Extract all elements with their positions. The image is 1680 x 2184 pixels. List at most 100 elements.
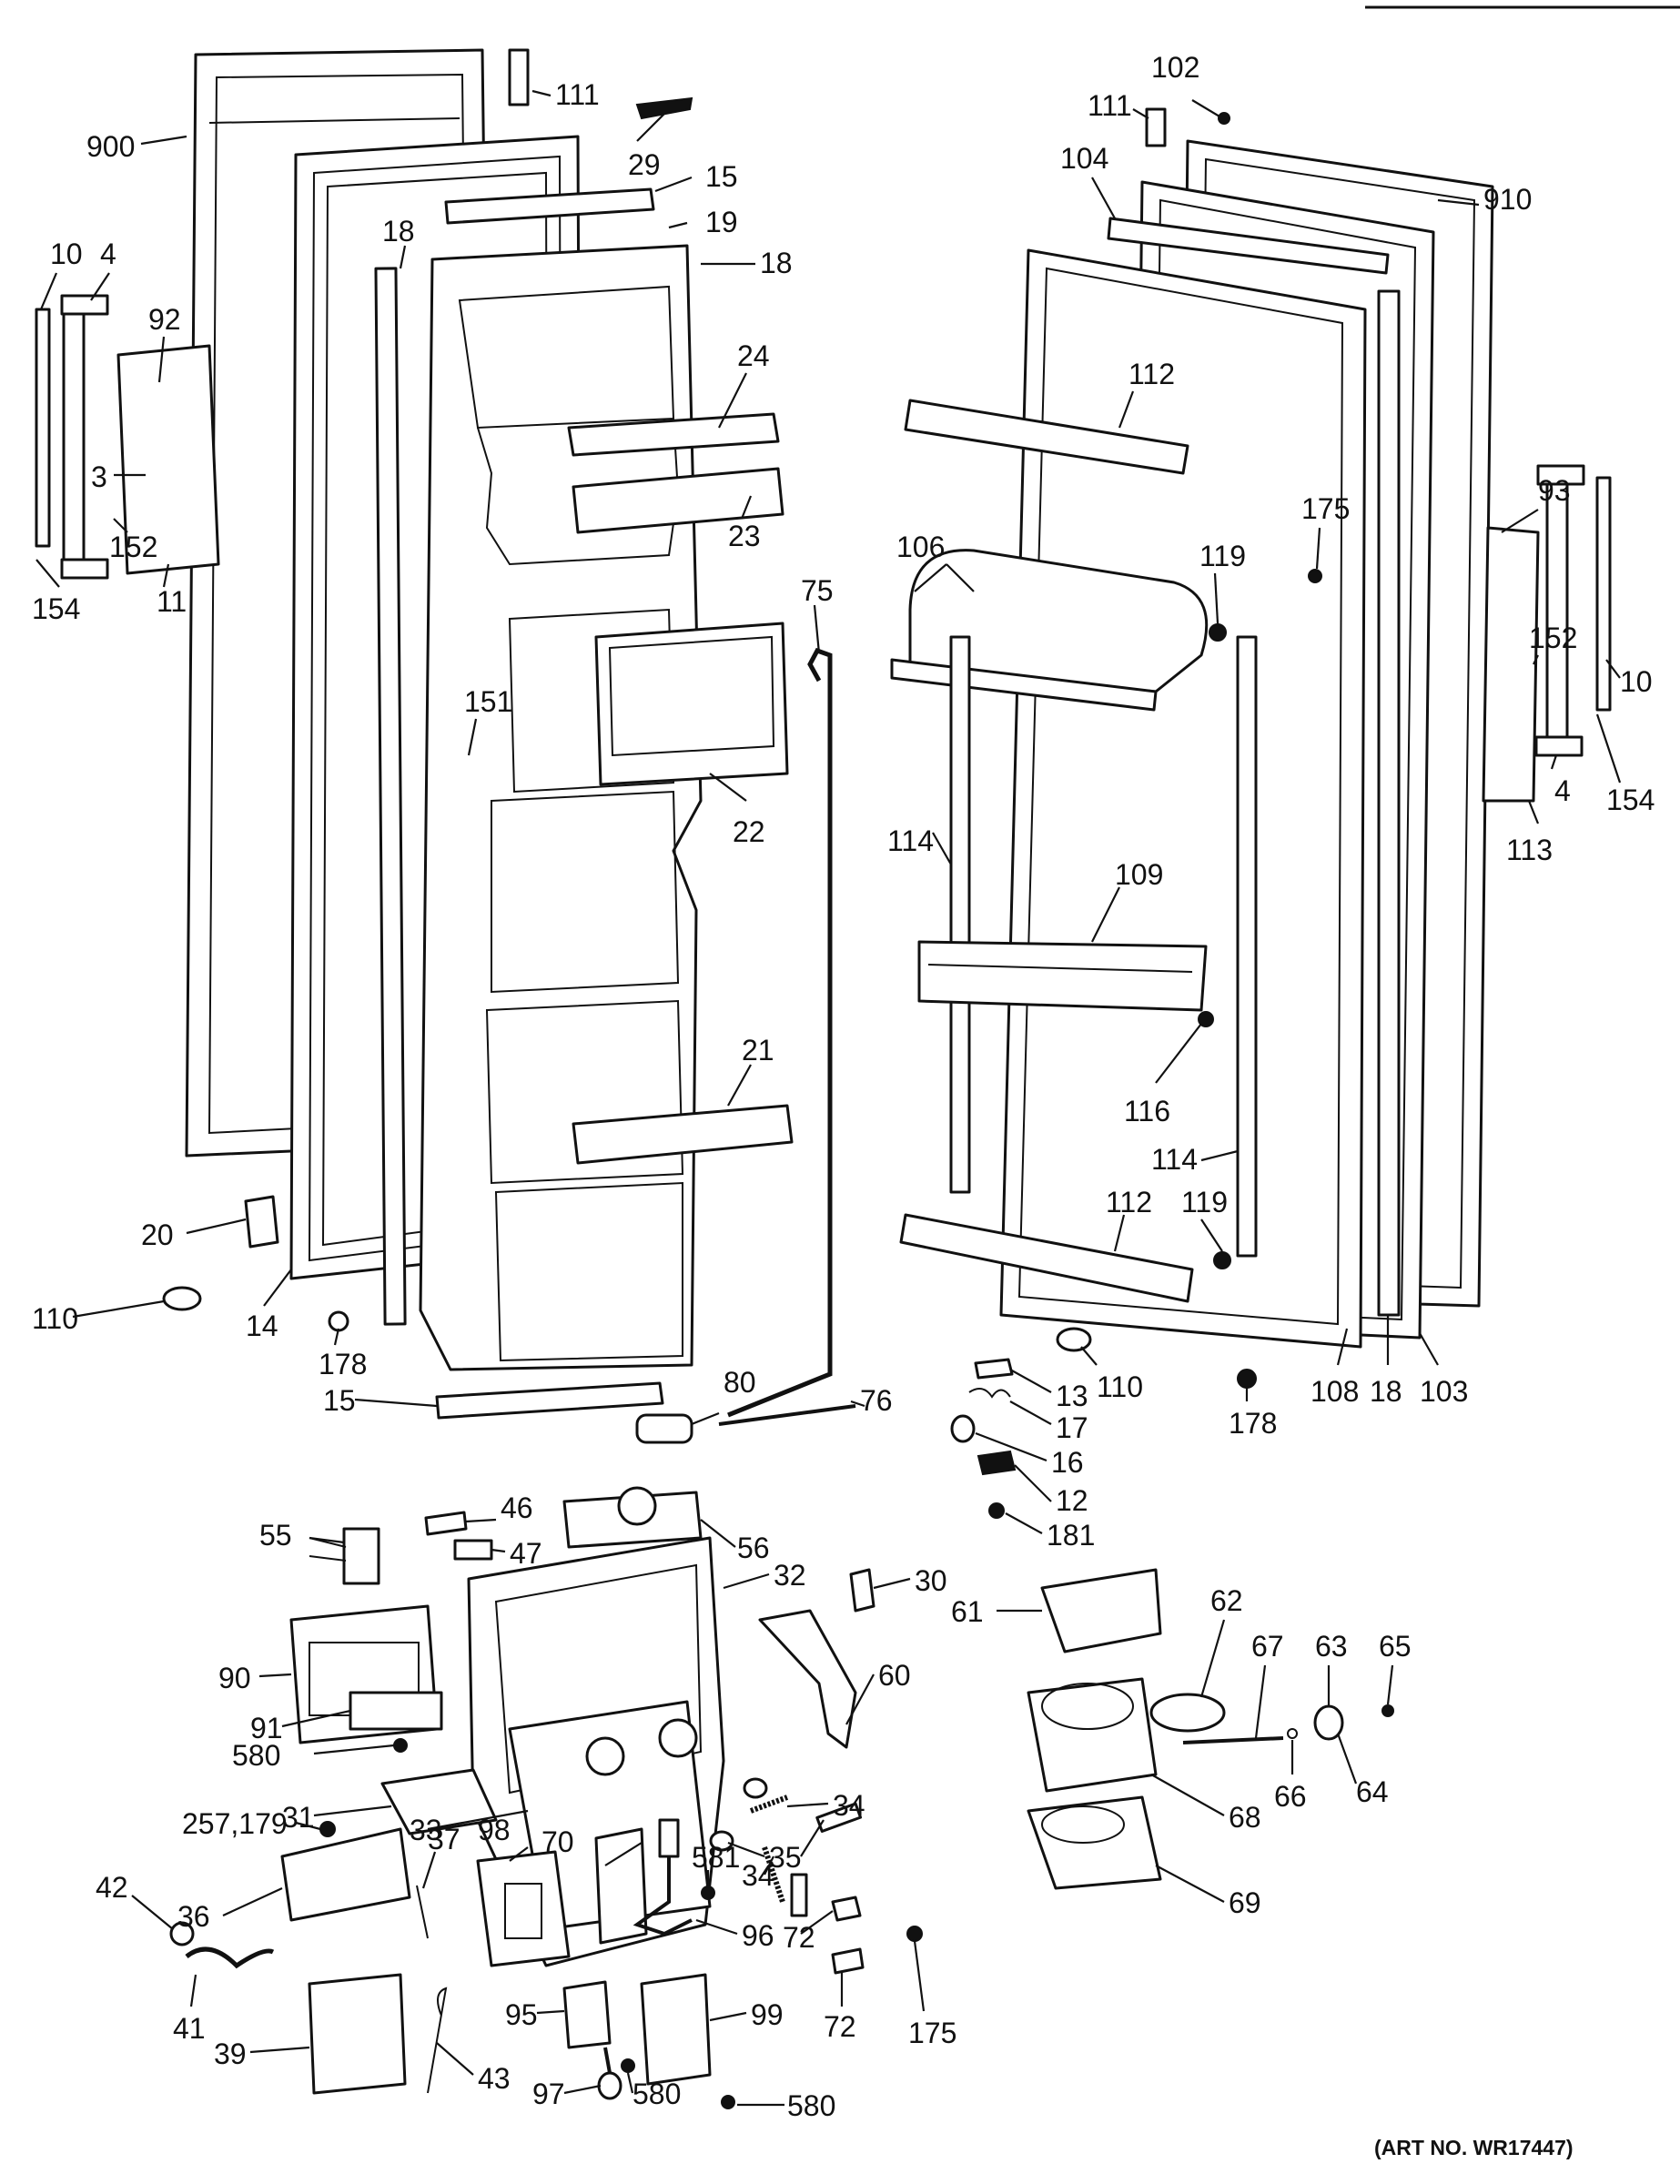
callout-114-right: 114 (1151, 1143, 1198, 1176)
callout-80: 80 (724, 1366, 756, 1399)
shelf-23 (572, 467, 784, 534)
bumper-178-right (1237, 1369, 1257, 1389)
callout-69: 69 (1229, 1886, 1261, 1919)
screw-175-lower (906, 1926, 923, 1942)
callout-35: 35 (769, 1841, 802, 1874)
callout-4-left: 4 (100, 238, 116, 270)
callout-152-right: 152 (1529, 622, 1577, 654)
callout-24: 24 (737, 339, 770, 372)
callout-64: 64 (1356, 1775, 1389, 1808)
callout-175-lower: 175 (908, 2017, 956, 2049)
shelf-21 (572, 1104, 794, 1165)
spring-34-bottom (762, 1846, 808, 1917)
screw-580-c (721, 2095, 735, 2109)
clip-119-bottom (1213, 1251, 1231, 1269)
screw-257-179 (319, 1821, 336, 1837)
callout-75: 75 (801, 574, 834, 607)
callout-152-left: 152 (109, 531, 157, 563)
callout-111-right: 111 (1088, 89, 1132, 122)
callout-16: 16 (1051, 1446, 1084, 1479)
callout-151: 151 (464, 685, 512, 718)
top-hinge-15 (444, 187, 655, 225)
bracket-36 (280, 1827, 411, 1922)
shelf-rail-112-bottom (899, 1213, 1194, 1303)
callout-90: 90 (218, 1662, 251, 1694)
bin-109 (917, 940, 1208, 1012)
clip-116 (1198, 1011, 1214, 1027)
callout-10-right: 10 (1620, 665, 1653, 698)
clamp-72-bottom (831, 1947, 865, 1975)
hinge-parts-12-13-16-17-181 (950, 1358, 1017, 1519)
bracket-30 (849, 1568, 875, 1613)
rack-114-left (949, 635, 971, 1194)
callout-178-left: 178 (319, 1348, 367, 1380)
callout-63: 63 (1315, 1630, 1348, 1663)
callout-33: 33 (410, 1814, 442, 1846)
callout-72-top: 72 (783, 1921, 815, 1954)
callout-62: 62 (1210, 1584, 1243, 1617)
handle-plate-11 (116, 344, 220, 575)
door-stop-strip-18-right (1377, 289, 1401, 1317)
chute-housing-68 (1027, 1677, 1158, 1793)
shelf-rail-112-top (904, 399, 1189, 475)
callout-154-left: 154 (32, 592, 80, 625)
callout-181: 181 (1047, 1519, 1095, 1552)
wire-37 (416, 1885, 429, 1939)
callout-37: 37 (428, 1823, 460, 1855)
callout-17: 17 (1056, 1411, 1088, 1444)
callout-900: 900 (86, 130, 135, 163)
door-stop-strip-18 (374, 267, 407, 1326)
callout-41: 41 (173, 2012, 206, 2045)
trim-10-left (35, 308, 51, 548)
freezer-door-liner-19 (419, 244, 703, 1371)
fitting-97 (597, 2047, 622, 2100)
handle-assembly-4-left (60, 294, 109, 580)
bracket-46 (424, 1511, 468, 1536)
fill-tube-75 (727, 647, 833, 1418)
rack-114-right (1236, 635, 1258, 1258)
screw-581 (701, 1886, 715, 1900)
callout-910: 910 (1483, 183, 1532, 216)
callout-61: 61 (951, 1595, 984, 1628)
callout-178-right: 178 (1229, 1407, 1277, 1440)
bracket-60 (758, 1609, 857, 1749)
callout-119-top: 119 (1199, 540, 1246, 572)
callout-34-bottom: 34 (742, 1859, 774, 1892)
callout-18-center: 18 (760, 247, 793, 279)
chute-door-69 (1027, 1795, 1162, 1890)
callout-13: 13 (1056, 1380, 1088, 1412)
screw-175-right-door (1308, 569, 1322, 583)
motor-56 (562, 1486, 703, 1549)
screw-580-a (393, 1738, 408, 1753)
callout-110-right: 110 (1097, 1370, 1143, 1403)
bumper-178-left (328, 1310, 349, 1332)
callout-31: 31 (282, 1801, 315, 1834)
tube-76 (718, 1404, 856, 1426)
callout-581: 581 (692, 1841, 740, 1874)
callout-19: 19 (705, 206, 738, 238)
callout-60: 60 (878, 1659, 911, 1692)
callout-11: 11 (157, 585, 187, 618)
callout-113: 113 (1506, 834, 1553, 866)
callout-39: 39 (214, 2037, 247, 2070)
callout-76: 76 (860, 1384, 893, 1417)
cover-62 (1149, 1693, 1226, 1733)
clip-119-top (1209, 623, 1227, 642)
callout-4-right: 4 (1554, 774, 1571, 807)
switch-95 (562, 1980, 612, 2049)
callout-104: 104 (1060, 142, 1108, 175)
callout-114-left: 114 (887, 824, 934, 857)
callout-34-top: 34 (833, 1789, 865, 1822)
callout-21: 21 (742, 1034, 774, 1067)
chute-61 (1040, 1568, 1162, 1653)
callout-98: 98 (478, 1814, 511, 1846)
callout-95: 95 (505, 1998, 538, 2031)
callout-20: 20 (141, 1218, 174, 1251)
callout-111-left: 111 (555, 78, 600, 111)
callout-42: 42 (96, 1871, 128, 1904)
callout-29: 29 (628, 148, 661, 181)
callout-36: 36 (177, 1900, 210, 1933)
callout-257-179: 257,179 (182, 1807, 288, 1840)
